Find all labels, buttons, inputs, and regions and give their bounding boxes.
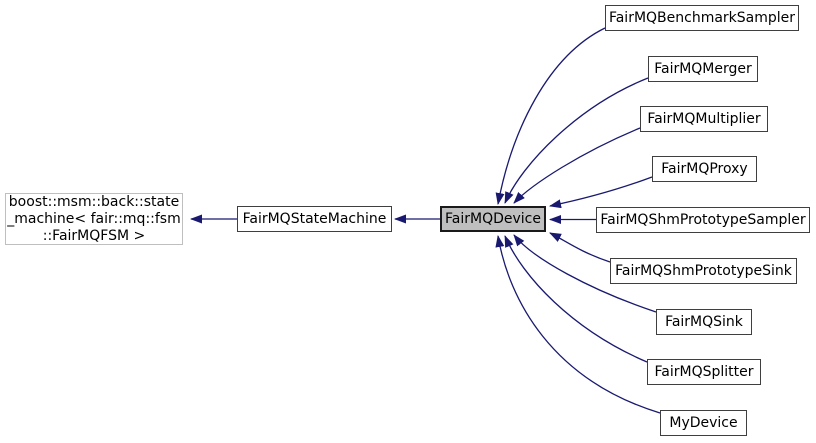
node-label-line: ::FairMQFSM > — [42, 227, 146, 244]
node-fairmqshmprototypesink[interactable]: FairMQShmPrototypeSink — [610, 258, 797, 284]
node-label: FairMQShmPrototypeSampler — [600, 211, 806, 228]
node-fairmqbenchmarksampler[interactable]: FairMQBenchmarkSampler — [605, 5, 799, 31]
node-label: MyDevice — [669, 414, 738, 431]
node-label: FairMQProxy — [661, 160, 748, 177]
edge-fairmqbenchmarksampler-inherits-fairmqdevice — [495, 27, 606, 205]
node-label-line: boost::msm::back::state — [8, 193, 180, 210]
node-fairmqshmprototypesampler[interactable]: FairMQShmPrototypeSampler — [596, 207, 810, 233]
edge-fairmqshmprototypesink-inherits-fairmqdevice — [549, 232, 611, 263]
edge-fairmqsplitter-inherits-fairmqdevice — [504, 235, 648, 363]
node-fairmqproxy[interactable]: FairMQProxy — [652, 156, 757, 182]
edge-fairmqproxy-inherits-fairmqdevice — [549, 176, 653, 209]
edge-fairmqmultiplier-inherits-fairmqdevice — [513, 127, 641, 204]
node-label: FairMQShmPrototypeSink — [615, 262, 792, 279]
node-label: FairMQSplitter — [654, 363, 754, 380]
node-label: FairMQMultiplier — [647, 110, 761, 127]
node-fairmqstatemachine[interactable]: FairMQStateMachine — [237, 206, 392, 232]
node-fairmqdevice: FairMQDevice — [440, 206, 546, 232]
node-mydevice[interactable]: MyDevice — [660, 410, 747, 436]
edge-fairmqmerger-inherits-fairmqdevice — [504, 77, 649, 204]
node-label: FairMQDevice — [445, 210, 541, 227]
node-label: FairMQMerger — [654, 60, 752, 77]
node-fairmqmerger[interactable]: FairMQMerger — [648, 56, 758, 82]
node-label: FairMQSink — [665, 313, 743, 330]
node-fairmqsplitter[interactable]: FairMQSplitter — [647, 359, 761, 385]
node-label-line: _machine< fair::mq::fsm — [7, 210, 181, 227]
node-fairmqsink[interactable]: FairMQSink — [656, 309, 752, 335]
node-fairmqmultiplier[interactable]: FairMQMultiplier — [640, 106, 768, 132]
node-label: FairMQBenchmarkSampler — [608, 9, 796, 26]
node-label: FairMQStateMachine — [242, 210, 387, 227]
edge-fairmqsink-inherits-fairmqdevice — [513, 234, 657, 313]
edge-mydevice-inherits-fairmqdevice — [495, 235, 661, 414]
node-boost-msm-back-state-machine: boost::msm::back::state _machine< fair::… — [5, 193, 183, 245]
